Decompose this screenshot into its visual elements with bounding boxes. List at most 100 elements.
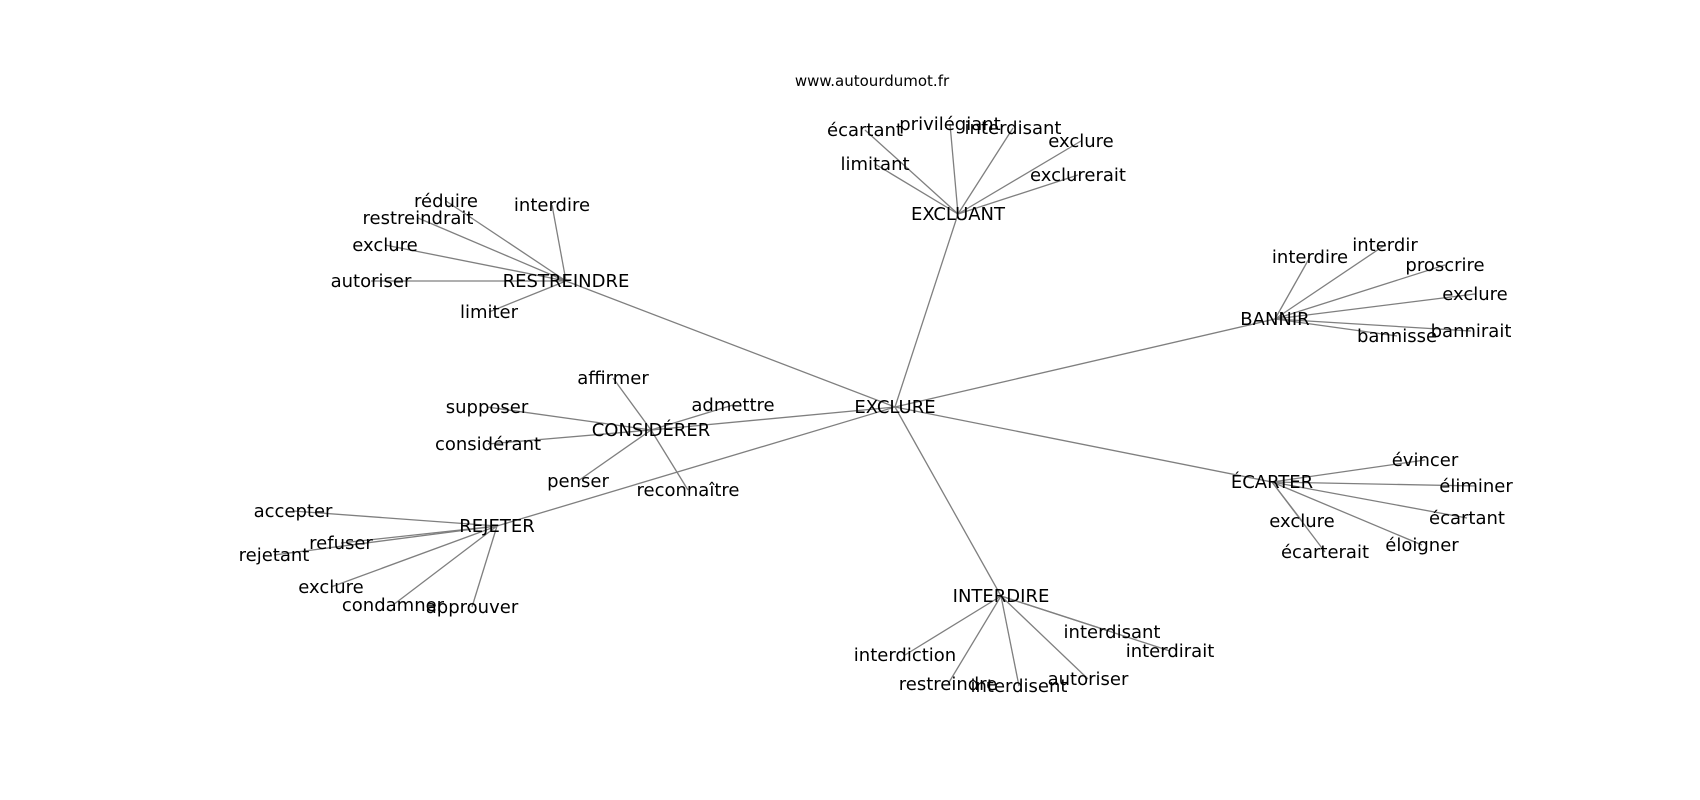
- word-node[interactable]: réduire: [414, 191, 478, 212]
- word-node[interactable]: exclure: [1048, 131, 1113, 152]
- word-node[interactable]: exclure: [1442, 284, 1507, 305]
- edge-considerer-1: [486, 406, 652, 431]
- edge-center-interdire: [894, 406, 1002, 597]
- edge-center-rejeter: [496, 406, 896, 527]
- edge-bannir-4: [1274, 318, 1472, 332]
- hub-node-restreindre[interactable]: RESTREINDRE: [503, 271, 630, 292]
- word-node[interactable]: écartant: [1429, 508, 1505, 529]
- word-node[interactable]: approuver: [426, 597, 519, 618]
- edge-excluant-2: [957, 127, 1014, 215]
- edge-ecarter-2: [1271, 481, 1468, 519]
- word-node[interactable]: évincer: [1392, 450, 1459, 471]
- edge-excluant-1: [949, 123, 959, 215]
- edge-interdire-5: [1000, 595, 1089, 680]
- edge-considerer-5: [650, 429, 689, 491]
- edge-restreindre-5: [488, 280, 567, 313]
- edge-ecarter-1: [1271, 481, 1477, 487]
- word-node[interactable]: rejetant: [239, 545, 310, 566]
- edge-restreindre-2: [417, 217, 567, 282]
- edge-interdire-2: [904, 595, 1002, 656]
- hub-node-bannir[interactable]: BANNIR: [1240, 309, 1309, 330]
- edge-interdire-3: [947, 595, 1002, 685]
- word-node[interactable]: admettre: [691, 395, 774, 416]
- word-node[interactable]: privilégiant: [899, 114, 1000, 135]
- edge-considerer-2: [650, 404, 734, 431]
- word-node[interactable]: exclurerait: [1030, 165, 1126, 186]
- word-node[interactable]: exclure: [1269, 511, 1334, 532]
- edge-bannir-3: [1274, 293, 1476, 320]
- edge-ecarter-0: [1271, 459, 1426, 483]
- edge-considerer-0: [612, 377, 652, 431]
- word-node[interactable]: refuser: [309, 533, 373, 554]
- edge-ecarter-5: [1271, 481, 1326, 553]
- word-node[interactable]: interdire: [1272, 247, 1348, 268]
- edge-center-considerer: [650, 406, 896, 431]
- graph-labels: EXCLUREEXCLUANTécartantprivilégiantinter…: [239, 114, 1514, 697]
- center-word-node[interactable]: EXCLURE: [854, 397, 935, 418]
- word-node[interactable]: interdirait: [1126, 641, 1215, 662]
- edge-restreindre-1: [551, 204, 567, 282]
- word-node[interactable]: affirmer: [577, 368, 649, 389]
- word-node[interactable]: restreindrait: [363, 208, 474, 229]
- edge-excluant-0: [864, 129, 959, 215]
- edge-bannir-2: [1274, 264, 1446, 320]
- hub-node-interdire[interactable]: INTERDIRE: [953, 586, 1050, 607]
- word-node[interactable]: limitant: [840, 154, 909, 175]
- edge-center-ecarter: [894, 406, 1273, 483]
- word-node[interactable]: bannisse: [1357, 326, 1437, 347]
- word-node[interactable]: interdisent: [971, 676, 1068, 697]
- hub-node-ecarter[interactable]: ÉCARTER: [1231, 471, 1313, 493]
- word-node[interactable]: interdisant: [1064, 622, 1161, 643]
- site-url: www.autourdumot.fr: [794, 72, 950, 90]
- word-node[interactable]: limiter: [460, 302, 519, 323]
- edge-interdire-1: [1000, 595, 1171, 652]
- word-node[interactable]: proscrire: [1405, 255, 1484, 276]
- word-node[interactable]: considérant: [435, 434, 541, 455]
- word-node[interactable]: éloigner: [1385, 535, 1459, 556]
- edge-center-restreindre: [565, 280, 896, 408]
- hub-node-rejeter[interactable]: REJETER: [459, 516, 534, 537]
- edge-center-bannir: [894, 318, 1276, 408]
- edge-considerer-3: [487, 429, 652, 445]
- word-node[interactable]: exclure: [298, 577, 363, 598]
- word-node[interactable]: exclure: [352, 235, 417, 256]
- edge-rejeter-0: [292, 510, 498, 527]
- word-node[interactable]: reconnaître: [637, 480, 740, 501]
- edge-restreindre-3: [384, 244, 567, 282]
- edge-interdire-4: [1000, 595, 1020, 687]
- edge-rejeter-5: [471, 525, 498, 608]
- edge-bannir-5: [1274, 318, 1398, 337]
- word-node[interactable]: bannirait: [1431, 321, 1512, 342]
- edge-excluant-5: [957, 174, 1079, 215]
- edge-bannir-1: [1274, 244, 1386, 320]
- word-node[interactable]: éliminer: [1439, 476, 1513, 497]
- word-node[interactable]: interdiction: [854, 645, 956, 666]
- word-node[interactable]: penser: [547, 471, 609, 492]
- word-node[interactable]: interdisant: [965, 118, 1062, 139]
- hub-node-considerer[interactable]: CONSIDÉRER: [592, 419, 711, 441]
- edge-considerer-4: [577, 429, 652, 482]
- edge-excluant-3: [957, 140, 1082, 215]
- word-node[interactable]: écarterait: [1281, 542, 1369, 563]
- word-node[interactable]: condamner: [342, 595, 445, 616]
- edge-center-excluant: [894, 213, 959, 408]
- word-node[interactable]: interdire: [514, 195, 590, 216]
- graph-edges: [273, 123, 1477, 687]
- edge-rejeter-2: [273, 525, 498, 556]
- word-node[interactable]: autoriser: [331, 271, 412, 292]
- edge-excluant-4: [874, 163, 959, 215]
- edge-bannir-0: [1274, 256, 1311, 320]
- word-node[interactable]: interdir: [1352, 235, 1418, 256]
- hub-node-excluant[interactable]: EXCLUANT: [911, 204, 1006, 225]
- word-node[interactable]: restreindre: [899, 674, 998, 695]
- edge-rejeter-3: [330, 525, 498, 588]
- word-node[interactable]: écartant: [827, 120, 903, 141]
- word-node[interactable]: supposer: [446, 397, 529, 418]
- edge-restreindre-0: [445, 200, 567, 282]
- edge-rejeter-4: [392, 525, 498, 606]
- word-node[interactable]: accepter: [254, 501, 333, 522]
- edge-ecarter-4: [1271, 481, 1423, 546]
- word-node[interactable]: autoriser: [1048, 669, 1129, 690]
